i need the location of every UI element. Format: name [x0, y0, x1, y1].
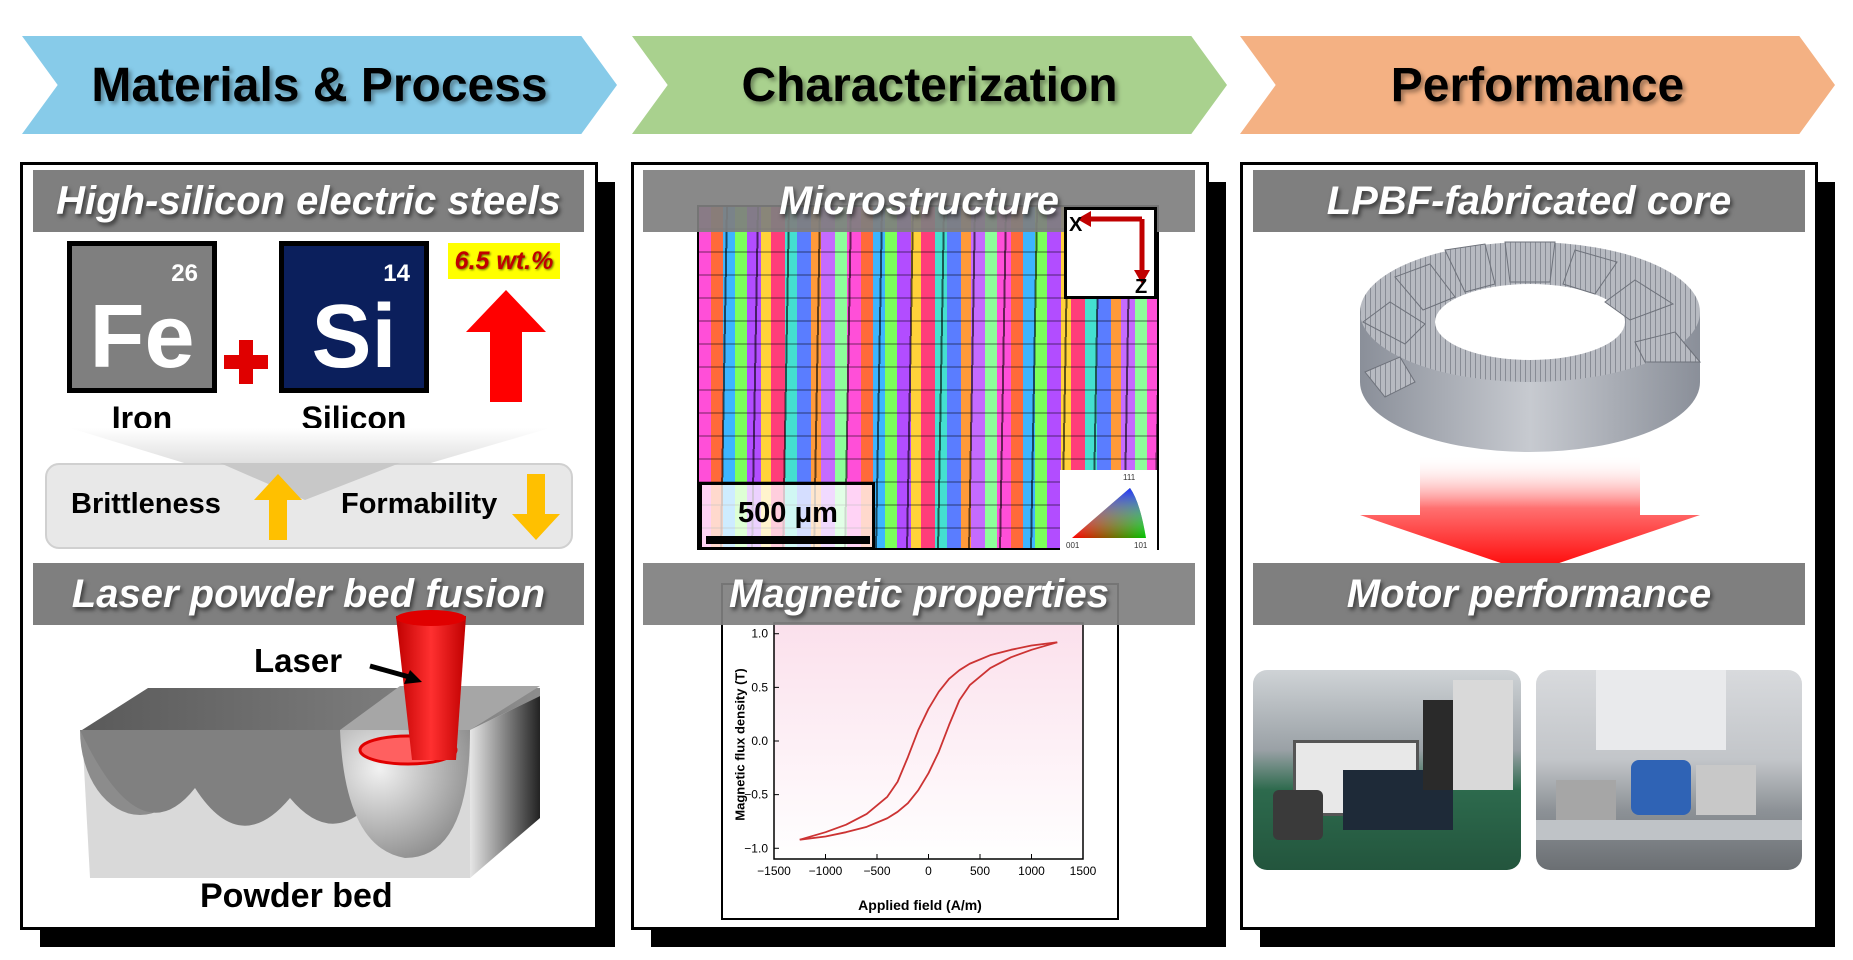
- section-title-microstructure: Microstructure: [643, 170, 1195, 232]
- y-tick-label: 0.0: [751, 734, 768, 748]
- brittleness-label: Brittleness: [71, 488, 221, 520]
- laser-label: Laser: [254, 642, 343, 679]
- arrow-down-red-icon: [1360, 455, 1700, 573]
- header-characterization: Characterization: [632, 36, 1227, 134]
- axis-z-label: Z: [1135, 276, 1148, 298]
- ipf-label-001: 001: [1066, 541, 1080, 550]
- section-title-microstructure-label: Microstructure: [778, 178, 1060, 223]
- ipf-label-111: 111: [1123, 473, 1136, 482]
- x-tick-label: 1000: [1018, 864, 1045, 878]
- x-tick-label: −500: [863, 864, 890, 878]
- motor-test-bench-photo-1: [1253, 670, 1521, 870]
- axis-x-label: X: [1069, 214, 1083, 236]
- section-title-lpbf-label: Laser powder bed fusion: [71, 571, 546, 616]
- fe-atomic-number: 26: [171, 260, 198, 287]
- formability-label: Formability: [341, 488, 498, 520]
- ipf-triangle-legend: [1072, 488, 1146, 538]
- si-atomic-number: 14: [383, 260, 410, 287]
- section-title-steels-label: High-silicon electric steels: [56, 178, 561, 223]
- si-symbol: Si: [311, 287, 397, 387]
- fe-element-tile: 26 Fe: [67, 241, 217, 393]
- powder-bed-label: Powder bed: [200, 877, 393, 915]
- y-tick-label: −1.0: [744, 841, 768, 855]
- plot-area: [773, 622, 1084, 860]
- y-tick-label: 0.5: [751, 680, 768, 694]
- chart-y-axis-label: Magnetic flux density (T): [732, 668, 748, 821]
- section-title-core: LPBF-fabricated core: [1253, 170, 1805, 232]
- x-tick-label: 500: [970, 864, 990, 878]
- x-tick-label: 0: [925, 864, 932, 878]
- section-title-steels: High-silicon electric steels: [33, 170, 584, 232]
- arrow-up-yellow-icon: [254, 474, 302, 540]
- plus-icon: [224, 340, 268, 384]
- section-title-motor-label: Motor performance: [1346, 571, 1712, 616]
- si-content-badge: 6.5 wt.%: [448, 243, 560, 279]
- y-tick-label: −0.5: [744, 788, 768, 802]
- hysteresis-branch-descending: [799, 641, 1058, 841]
- axis-arrows-icon: [1077, 211, 1150, 284]
- motor-test-bench-photo-2: [1536, 670, 1802, 870]
- arrow-down-yellow-icon: [512, 474, 560, 540]
- scale-bar: [706, 536, 870, 544]
- section-title-lpbf: Laser powder bed fusion: [33, 563, 584, 625]
- y-tick-label: 1.0: [751, 627, 768, 641]
- stator-core-model: [1360, 241, 1702, 452]
- x-tick-label: 1500: [1070, 864, 1097, 878]
- section-title-core-label: LPBF-fabricated core: [1326, 178, 1732, 223]
- si-content-label: 6.5 wt.%: [454, 246, 554, 275]
- ipf-label-101: 101: [1134, 541, 1148, 550]
- header-characterization-label: Characterization: [741, 58, 1118, 112]
- powder-bed-illustration: [80, 610, 540, 878]
- scale-bar-label: 500 μm: [738, 497, 838, 529]
- hysteresis-chart: −1500 −1000 −500 0 500 1000 1500 −1.0 −0.5 0.0 0.5…: [744, 622, 1097, 878]
- arrow-up-red-icon: [466, 290, 546, 402]
- x-tick-label: −1000: [809, 864, 843, 878]
- chart-x-axis-label: Applied field (A/m): [858, 897, 982, 913]
- fe-symbol: Fe: [89, 287, 195, 387]
- x-tick-label: −1500: [757, 864, 791, 878]
- section-title-magnetic-label: Magnetic properties: [728, 571, 1110, 616]
- section-title-motor: Motor performance: [1253, 563, 1805, 625]
- section-title-magnetic: Magnetic properties: [643, 563, 1195, 625]
- header-materials-process: Materials & Process: [22, 36, 617, 134]
- header-performance-label: Performance: [1390, 58, 1685, 112]
- header-performance: Performance: [1240, 36, 1835, 134]
- hysteresis-branch-ascending: [799, 641, 1058, 841]
- header-materials-process-label: Materials & Process: [91, 58, 548, 112]
- si-element-tile: 14 Si: [279, 241, 429, 393]
- funnel-tip: [220, 463, 400, 500]
